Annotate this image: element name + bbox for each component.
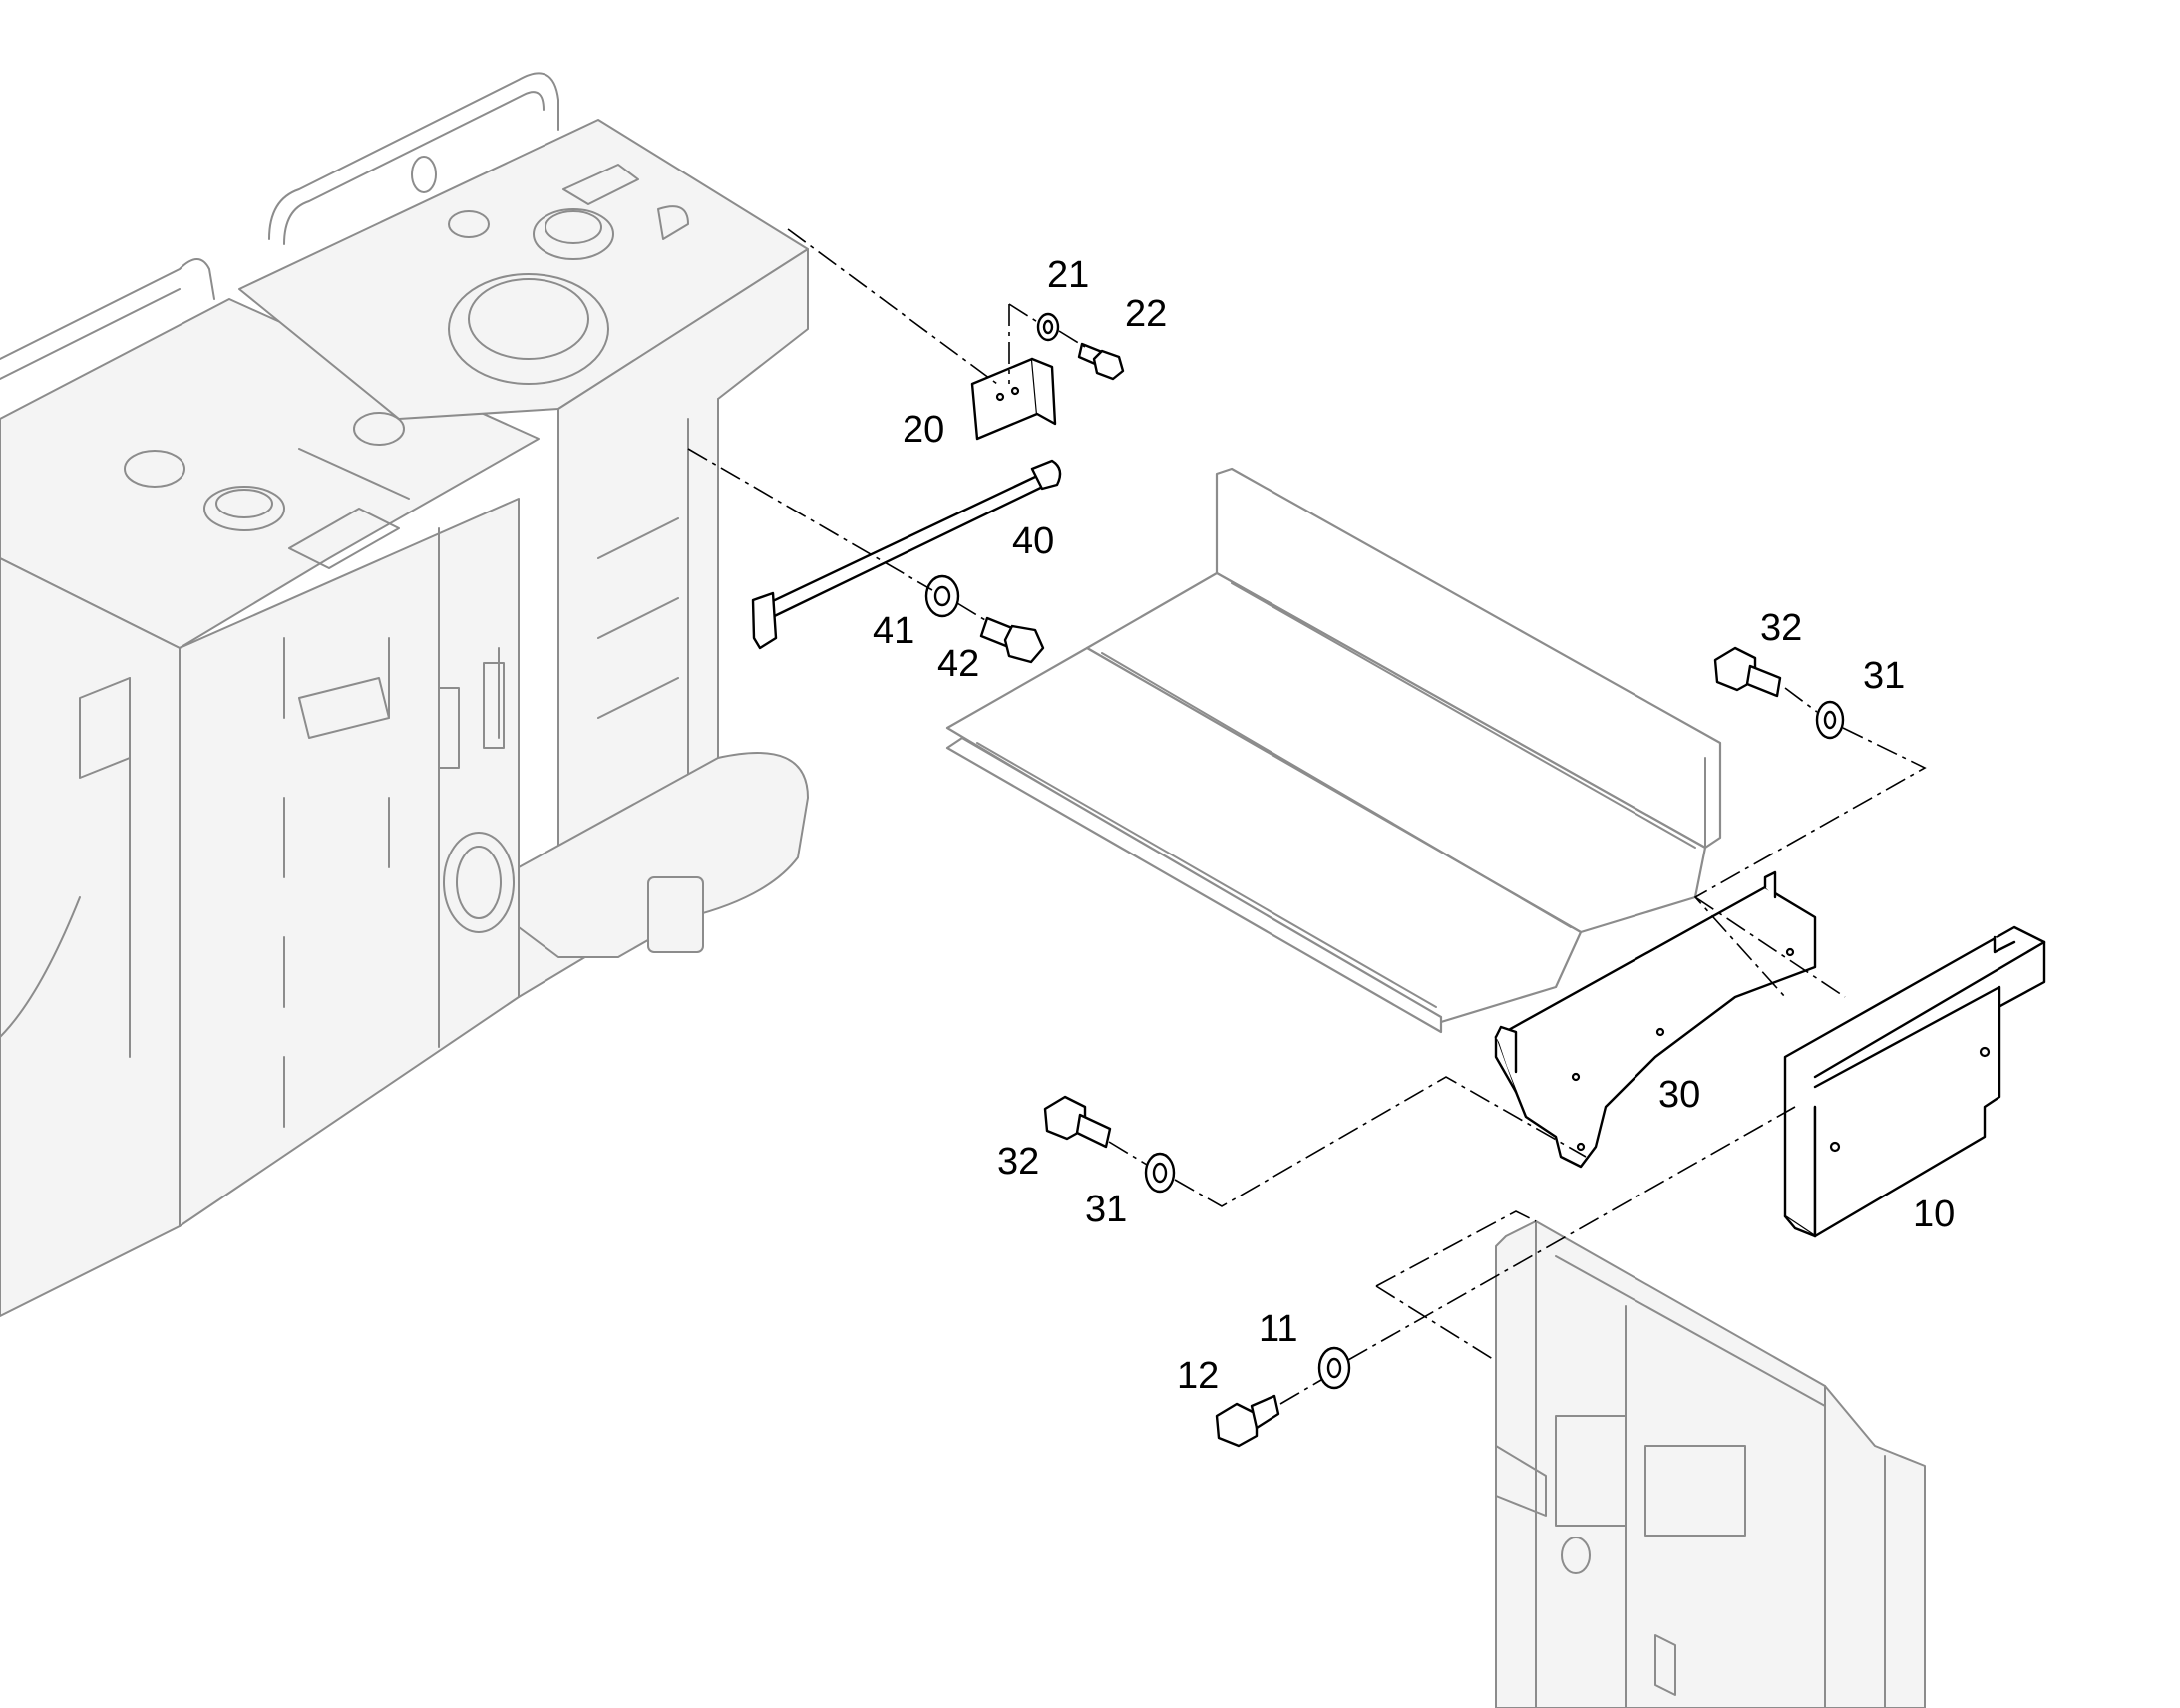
callout-21: 21 — [1047, 254, 1089, 296]
part-bracket-20 — [970, 357, 1057, 441]
callout-labels: 21 22 20 40 41 42 32 31 30 10 32 31 11 1… — [873, 254, 1955, 1397]
part-bolt-22 — [1077, 342, 1125, 381]
part-bolt-32-upper — [1713, 646, 1782, 698]
part-rod-40 — [751, 459, 1062, 650]
part-washer-41 — [924, 574, 960, 618]
part-washer-31-lower — [1144, 1152, 1176, 1194]
callout-41: 41 — [873, 610, 914, 652]
callout-31-lower: 31 — [1085, 1189, 1127, 1230]
callout-40: 40 — [1012, 520, 1054, 562]
leader-lines — [687, 228, 1927, 1405]
part-support-30 — [1494, 870, 1817, 1169]
callout-20: 20 — [903, 409, 944, 451]
callout-30: 30 — [1658, 1074, 1700, 1116]
callout-32-lower: 32 — [997, 1141, 1039, 1183]
callout-31-upper: 31 — [1863, 655, 1905, 697]
part-washer-31-upper — [1815, 700, 1845, 740]
callout-12: 12 — [1177, 1355, 1219, 1397]
callout-32-upper: 32 — [1760, 607, 1802, 649]
part-bolt-42 — [979, 616, 1045, 664]
part-cover-10 — [1783, 925, 2046, 1238]
part-bolt-12 — [1215, 1394, 1280, 1448]
part-bolt-32-lower — [1043, 1095, 1112, 1149]
tray-assembly-context — [945, 467, 1722, 1034]
lower-panel-context — [1495, 1220, 1926, 1708]
callout-22: 22 — [1125, 293, 1167, 335]
machine-frame-context — [0, 72, 809, 1317]
part-washer-21 — [1036, 312, 1060, 342]
callout-42: 42 — [937, 643, 979, 685]
part-washer-11 — [1317, 1346, 1351, 1390]
callout-10: 10 — [1913, 1194, 1955, 1235]
callout-11: 11 — [1259, 1308, 1297, 1350]
